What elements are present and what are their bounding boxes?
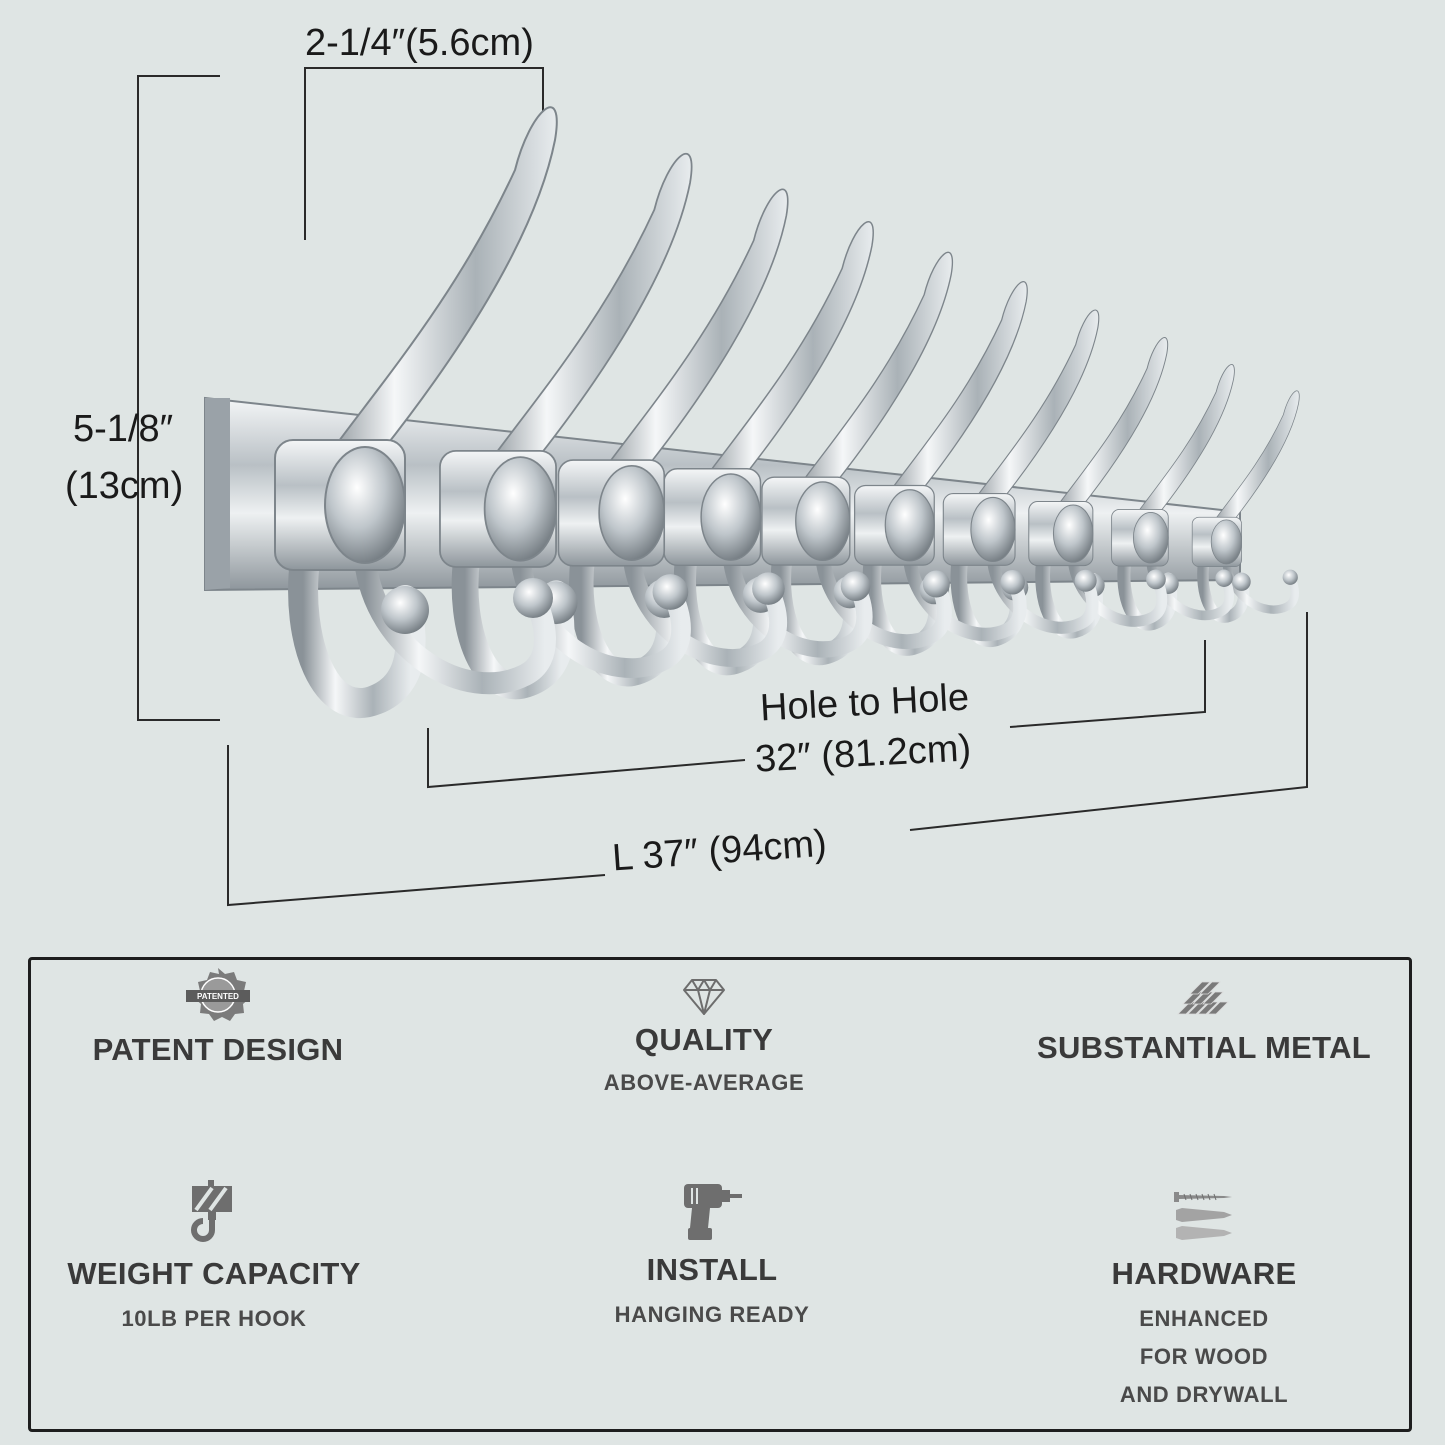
height-imperial-label: 5-1/8″ bbox=[73, 408, 174, 450]
feature-hardware: HARDWARE ENHANCED FOR WOOD AND DRYWALL bbox=[994, 1188, 1414, 1414]
metal-bars-icon bbox=[1177, 981, 1229, 1015]
feature-weight-capacity: WEIGHT CAPACITY 10LB PER HOOK bbox=[4, 1180, 424, 1338]
feature-subtitle-line: ENHANCED bbox=[1139, 1306, 1269, 1331]
feature-subtitle: ABOVE-AVERAGE bbox=[603, 1070, 805, 1095]
features-panel: PATENTED PATENT DESIGN QUALITY ABOVE-AVE… bbox=[28, 957, 1412, 1432]
crane-hook-icon bbox=[191, 1180, 232, 1242]
dimension-lines bbox=[137, 67, 1308, 907]
patented-seal-icon: PATENTED bbox=[186, 968, 250, 1021]
feature-install: INSTALL HANGING READY bbox=[502, 1180, 922, 1334]
feature-quality: QUALITY ABOVE-AVERAGE bbox=[494, 976, 914, 1102]
feature-title: INSTALL bbox=[646, 1252, 778, 1287]
feature-title: WEIGHT CAPACITY bbox=[67, 1256, 361, 1291]
feature-title: PATENT DESIGN bbox=[92, 1032, 344, 1067]
feature-substantial-metal: SUBSTANTIAL METAL bbox=[994, 980, 1414, 1066]
feature-subtitle-line: FOR WOOD bbox=[1139, 1344, 1269, 1369]
feature-subtitle: 10LB PER HOOK bbox=[121, 1306, 307, 1331]
hook-depth-label: 2-1/4″(5.6cm) bbox=[305, 22, 534, 64]
coat-hook bbox=[274, 106, 558, 718]
product-figure: 2-1/4″(5.6cm) 5-1/8″ (13cm) Hole to Hole… bbox=[65, 22, 1308, 907]
diamond-icon bbox=[683, 979, 725, 1015]
feature-subtitle: HANGING READY bbox=[614, 1302, 810, 1327]
screw-anchor-icon bbox=[1174, 1192, 1232, 1240]
coat-hook bbox=[1028, 337, 1169, 639]
feature-title: QUALITY bbox=[634, 1022, 774, 1057]
hooks bbox=[274, 106, 1300, 718]
patented-badge-text: PATENTED bbox=[197, 992, 239, 1001]
feature-patent-design: PATENTED PATENT DESIGN bbox=[8, 966, 428, 1068]
feature-title: HARDWARE bbox=[1111, 1256, 1297, 1291]
coat-hook bbox=[1111, 364, 1235, 631]
coat-rack-illustration bbox=[137, 67, 1308, 907]
feature-subtitle-line: AND DRYWALL bbox=[1119, 1382, 1289, 1407]
feature-title: SUBSTANTIAL METAL bbox=[1036, 1030, 1372, 1065]
height-metric-label: (13cm) bbox=[65, 465, 184, 507]
coat-hook bbox=[1191, 390, 1300, 623]
coat-hook bbox=[557, 188, 789, 687]
drill-icon bbox=[684, 1184, 742, 1240]
